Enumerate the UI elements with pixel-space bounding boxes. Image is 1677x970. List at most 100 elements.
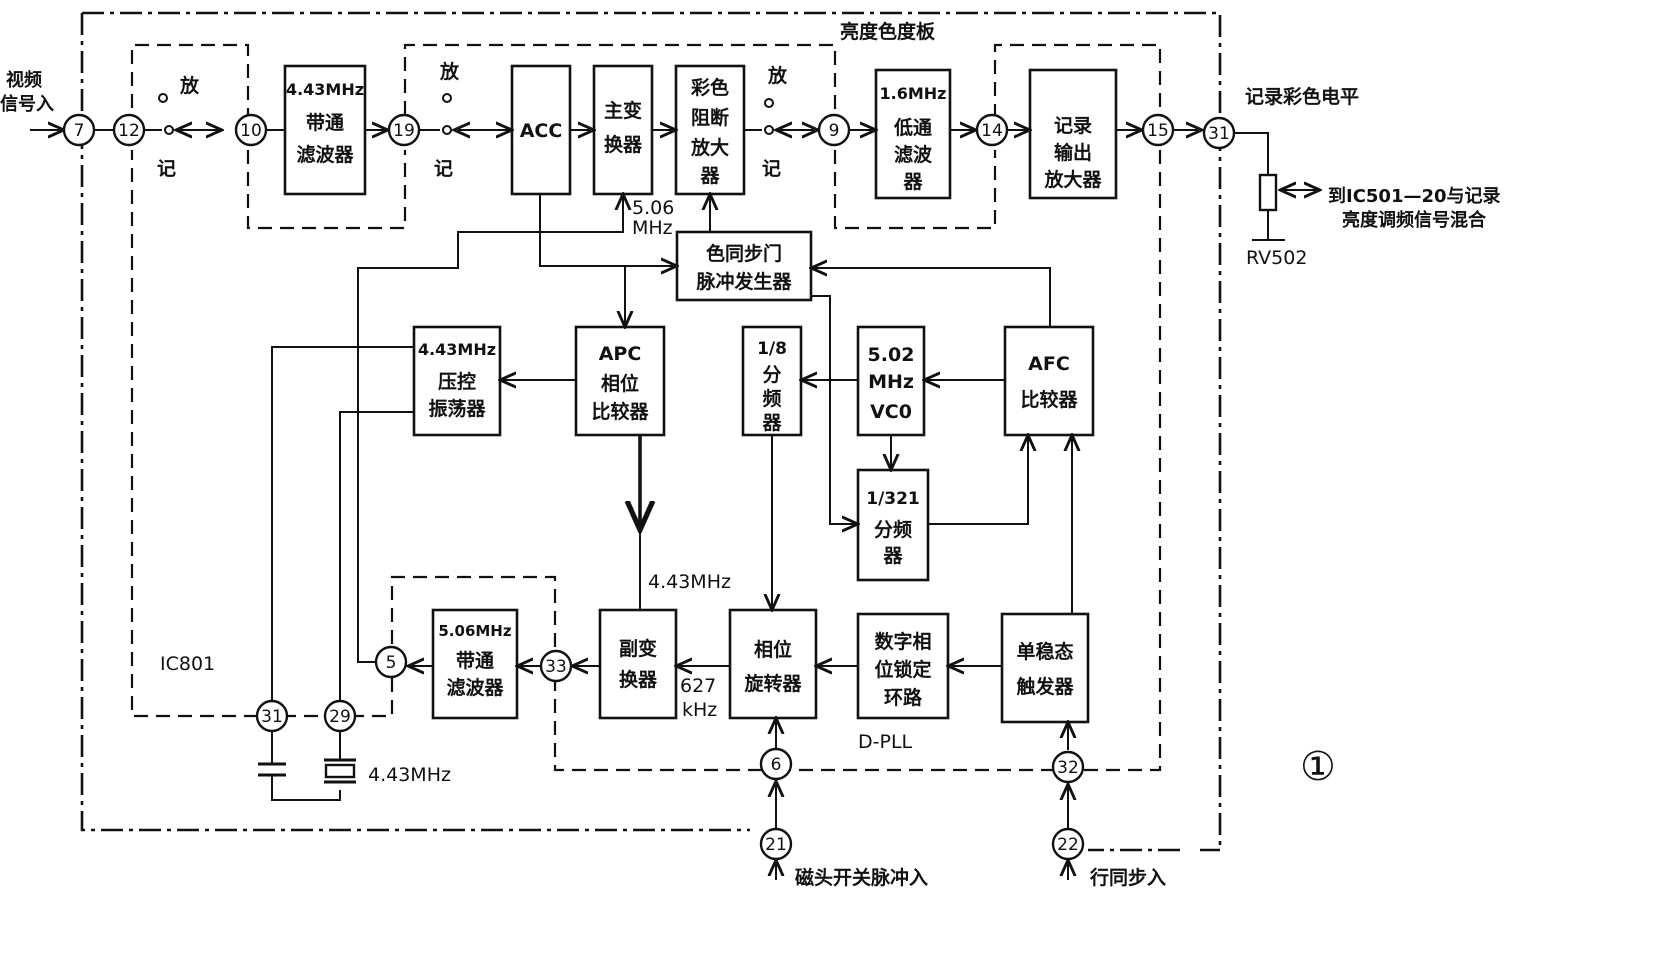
crystal-freq-label: 4.43MHz [368,764,451,786]
bpf506-line2: 带通 [456,650,495,672]
pin-19 [387,113,421,147]
pin-label-32: 32 [1057,758,1079,778]
signal-lines [30,130,1320,880]
main-conv-line2: 换器 [604,133,643,156]
burst-gate-line2: 脉冲发生器 [695,270,792,293]
mono-line1: 单稳态 [1016,640,1073,663]
main-converter-block [592,64,654,196]
div8-line4: 器 [761,412,782,434]
pin-32 [1051,750,1085,784]
dpll-line3: 环路 [884,686,923,709]
rv502-resistor [1258,173,1278,212]
div321-line2: 分频 [874,518,912,541]
main-conv-line1: 主变 [604,99,642,122]
div321-line3: 器 [882,545,903,567]
apc-line2: 相位 [601,372,639,395]
video-in-line1: 视频 [6,69,42,91]
record-level-label: 记录彩色电平 [1245,85,1359,108]
pin-label-21: 21 [765,835,787,855]
afc-line2: 比较器 [1020,388,1078,411]
apc-line1: APC [599,343,642,365]
to-ic501-line1: 到IC501—20与记录 [1328,186,1501,207]
pin-label-22: 22 [1057,835,1079,855]
board-label: 亮度色度板 [840,20,936,43]
pin-21 [759,827,793,861]
phase-rot-line1: 相位 [754,638,792,661]
pin-label-10: 10 [240,121,262,141]
bpf443-line3: 滤波器 [296,143,354,166]
pin-10 [234,113,268,147]
hsync-input-label: 行同步入 [1089,866,1166,889]
afc-block [1003,325,1095,437]
switch1-play: 放 [179,74,200,97]
switch3-record: 记 [762,158,781,180]
phase-rot-line2: 旋转器 [743,672,802,695]
to-ic501-line2: 亮度调频信号混合 [1342,209,1487,231]
bpf443-line2: 带通 [306,112,345,134]
bpf506-line3: 滤波器 [446,676,504,699]
sub-converter-block [598,608,678,720]
f627-line2: kHz [682,699,717,721]
pin-label-5: 5 [386,653,397,673]
sub-conv-line2: 换器 [619,668,658,691]
lpf16-line1: 1.6MHz [880,84,947,103]
vco502-line1: 5.02 [868,344,915,366]
killer-line3: 放大 [690,136,729,159]
afc-line1: AFC [1028,353,1070,375]
f627-line1: 627 [680,675,716,697]
sub-conv-line1: 副变 [619,637,657,660]
acc-label: ACC [520,120,563,142]
div8-line2: 分 [762,364,781,386]
switch2-play: 放 [439,60,460,83]
figure-mark: ① [1300,744,1336,790]
pin-12 [112,113,146,147]
pin-9 [817,113,851,147]
lpf16-line3: 滤波 [894,143,933,166]
vco502-line3: VC0 [870,401,912,423]
dpll-line2: 位锁定 [874,658,931,681]
head-switch-input-label: 磁头开关脉冲入 [795,866,928,889]
pin-label-9: 9 [829,121,840,141]
dpll-label: D-PLL [858,731,913,753]
pin-label-15: 15 [1147,121,1169,141]
switch-contacts [158,93,774,135]
pin-14 [975,113,1009,147]
apc-line3: 比较器 [591,400,649,423]
f506-line2: MHz [632,217,673,239]
vco443-line2: 压控 [438,370,476,393]
pin-5 [374,645,408,679]
pin-label-6: 6 [771,755,782,775]
pin-15 [1141,113,1175,147]
rec-amp-line2: 输出 [1054,141,1092,164]
switch1-record: 记 [157,158,176,180]
pin-29 [323,699,357,733]
div8-line3: 频 [762,387,781,410]
pin-circles [62,113,1236,861]
div8-line1: 1/8 [757,339,787,359]
pin-label-14: 14 [981,121,1003,141]
switch3-play: 放 [767,64,788,87]
bpf443-line1: 4.43MHz [286,80,364,99]
pin-33 [539,649,573,683]
vco502-line2: MHz [868,371,914,393]
rec-amp-line3: 放大器 [1043,168,1102,191]
pin-label-12: 12 [118,121,140,141]
f443-label: 4.43MHz [648,571,731,593]
killer-line2: 阻断 [691,106,729,129]
vco443-line1: 4.43MHz [418,340,496,359]
dpll-line1: 数字相 [874,630,931,653]
lpf16-line4: 器 [902,171,923,193]
bpf506-line1: 5.06MHz [438,622,511,640]
pin-label-31-top: 31 [1208,124,1230,144]
mono-line2: 触发器 [1016,675,1074,698]
pin-numbers: 7 12 10 19 9 14 15 31 5 33 31 29 6 32 21… [74,121,1230,855]
lpf16-line2: 低通 [893,116,933,139]
killer-line1: 彩色 [690,76,729,99]
pin-22 [1051,827,1085,861]
pin-7 [62,113,96,147]
ic801-boundary [130,43,1162,772]
video-in-line2: 信号入 [0,93,54,115]
f506-line1: 5.06 [632,197,674,219]
monostable-block [1000,612,1090,724]
